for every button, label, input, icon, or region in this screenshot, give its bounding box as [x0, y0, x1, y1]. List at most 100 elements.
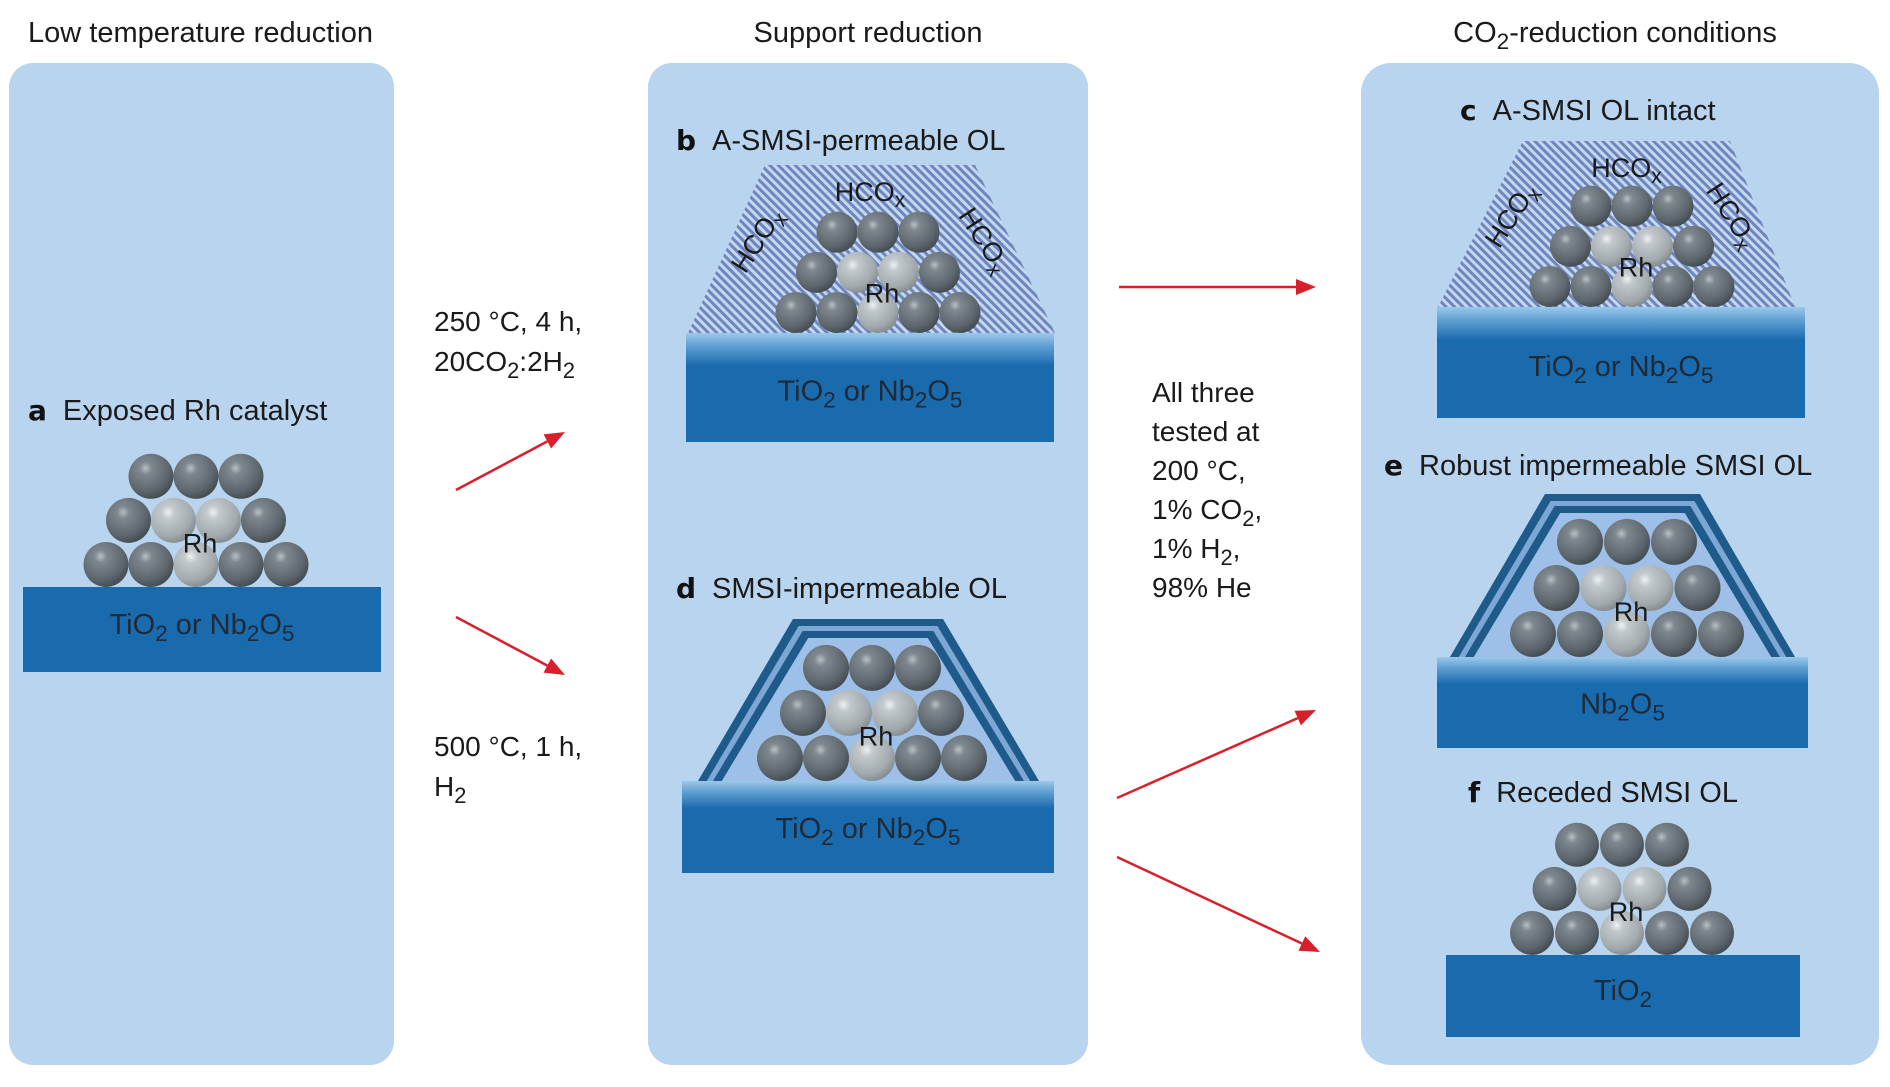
rh-atom — [128, 542, 174, 587]
oxide-support — [1437, 307, 1805, 418]
rh-atom — [803, 644, 849, 691]
rh-particle-label: Rh — [1619, 252, 1654, 282]
oxide-support — [1446, 955, 1800, 1037]
rh-atom — [1570, 266, 1612, 307]
rh-atom — [816, 211, 858, 253]
rh-atom — [1600, 822, 1644, 867]
rh-atom — [895, 735, 941, 781]
arrow-d-to-f — [1116, 855, 1303, 945]
rh-atom — [218, 542, 264, 587]
arrow-head-icon — [543, 432, 565, 449]
arrow-head-icon — [1294, 710, 1316, 726]
rh-atom — [1622, 866, 1667, 911]
oxide-support — [686, 333, 1054, 442]
rh-atom — [1693, 266, 1735, 307]
rh-atom — [1690, 911, 1734, 955]
rh-atom — [849, 735, 895, 781]
rh-particle-label: Rh — [183, 528, 218, 558]
support-label: TiO2 or Nb2O5 — [110, 609, 295, 646]
rh-atom — [816, 292, 858, 333]
rh-atom — [1611, 185, 1653, 227]
rh-atom — [775, 292, 817, 333]
rh-atom — [878, 251, 919, 293]
test-condition-line: 1% CO2, — [1152, 494, 1262, 531]
rh-particle-label: Rh — [1609, 897, 1644, 927]
rh-atom — [1580, 564, 1627, 611]
panel-letter: d — [676, 572, 696, 605]
oxide-support — [23, 587, 381, 672]
rh-atom — [1570, 185, 1612, 227]
rh-particle-label: Rh — [865, 278, 900, 308]
arrow-a-to-b — [455, 440, 548, 492]
rh-atom — [173, 542, 219, 587]
rh-atom — [780, 689, 826, 736]
rh-atom — [757, 735, 803, 781]
rh-atom — [1510, 611, 1556, 657]
rh-atom — [1604, 518, 1650, 565]
arrows-layer — [455, 279, 1320, 952]
rh-atom — [173, 453, 219, 499]
arrow-head-icon — [1296, 279, 1316, 295]
test-condition-line: All three — [1152, 377, 1255, 408]
rh-atom — [106, 497, 151, 543]
rh-atom — [1577, 866, 1622, 911]
rh-atom — [837, 251, 878, 293]
rh-atom — [872, 689, 918, 736]
column-title-support-reduction: Support reduction — [754, 17, 983, 49]
rh-atom — [1698, 611, 1744, 657]
rh-atom — [826, 689, 872, 736]
rh-atom — [1557, 518, 1603, 565]
rh-atom — [218, 453, 264, 499]
panel-letter: c — [1460, 94, 1477, 127]
permeable-overlayer — [1438, 141, 1795, 307]
treatment-line: 20CO2:2H2 — [434, 346, 575, 383]
rh-atom — [1550, 225, 1591, 267]
test-condition-line: tested at — [1152, 416, 1260, 447]
column-title-co2-reduction: CO2-reduction conditions — [1453, 17, 1777, 54]
rh-atom — [1529, 266, 1571, 307]
rh-particle-label: Rh — [859, 721, 894, 751]
rh-atom — [1555, 822, 1599, 867]
treatment-line: 500 °C, 1 h, — [434, 731, 582, 762]
rh-atom — [1600, 911, 1644, 955]
rh-atom — [919, 251, 960, 293]
rh-atom — [241, 497, 286, 543]
rh-atom — [1604, 611, 1650, 657]
rh-atom — [1591, 225, 1632, 267]
rh-atom — [796, 251, 837, 293]
test-condition-line: 1% H2, — [1152, 533, 1240, 570]
support-label: TiO2 or Nb2O5 — [1529, 351, 1714, 388]
rh-atom — [1555, 911, 1599, 955]
rh-atom — [1532, 866, 1577, 911]
rh-atom — [83, 542, 129, 587]
rh-atom — [1652, 266, 1694, 307]
rh-atom — [151, 497, 196, 543]
adsorbate-label-top: HCOx — [835, 177, 906, 212]
support-label: TiO2 — [1594, 975, 1652, 1012]
arrow-a-to-d — [455, 615, 548, 667]
rh-atom — [803, 735, 849, 781]
rh-atom — [895, 644, 941, 691]
rh-particle-label: Rh — [1614, 597, 1649, 627]
rh-atom — [857, 292, 899, 333]
rh-atom — [1651, 518, 1697, 565]
rh-atom — [1652, 185, 1694, 227]
rh-atom — [898, 211, 940, 253]
rh-atom — [1557, 611, 1603, 657]
treatment-line: H2 — [434, 771, 466, 808]
arrow-head-icon — [543, 658, 565, 675]
rh-atom — [1510, 911, 1554, 955]
rh-atom — [939, 292, 981, 333]
rh-atom — [918, 689, 964, 736]
test-condition-line: 98% He — [1152, 572, 1252, 603]
